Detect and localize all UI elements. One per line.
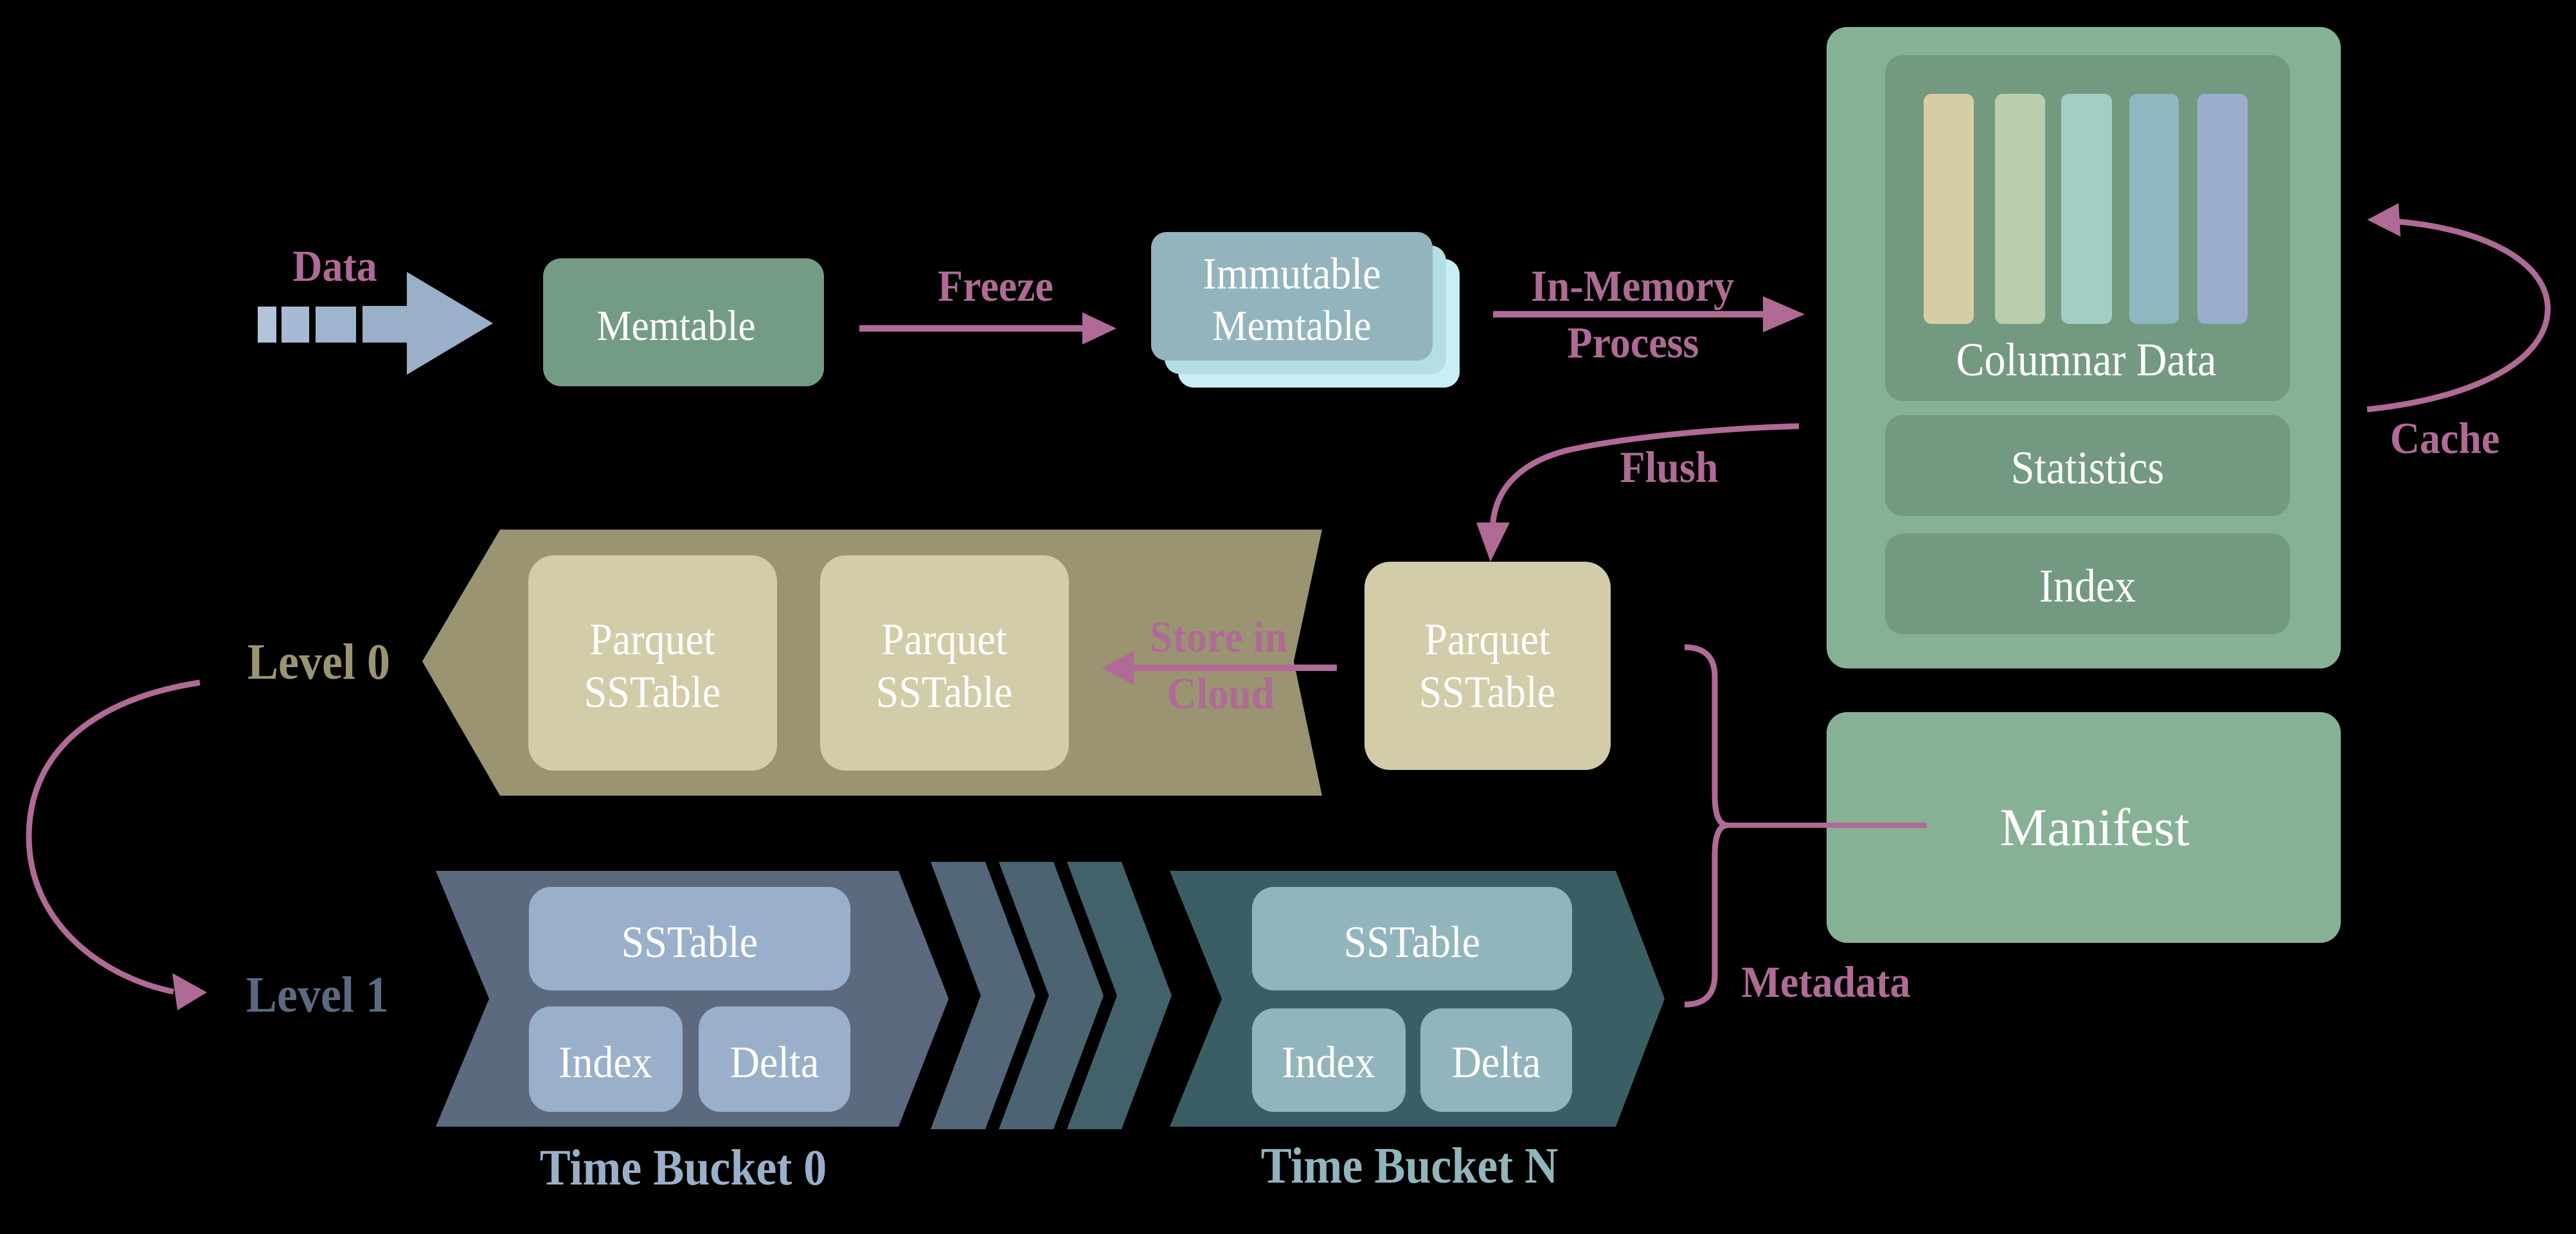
- svg-text:Parquet: Parquet: [881, 614, 1007, 664]
- svg-text:Index: Index: [1282, 1037, 1375, 1087]
- svg-text:Data: Data: [292, 242, 377, 291]
- svg-text:Statistics: Statistics: [2011, 442, 2164, 494]
- svg-text:SSTable: SSTable: [622, 917, 758, 967]
- svg-text:Time Bucket 0: Time Bucket 0: [540, 1140, 827, 1196]
- svg-text:Metadata: Metadata: [1742, 958, 1911, 1007]
- svg-text:Time Bucket N: Time Bucket N: [1261, 1138, 1559, 1194]
- svg-text:Manifest: Manifest: [1999, 798, 2189, 857]
- svg-text:SSTable: SSTable: [1344, 917, 1480, 967]
- svg-text:Columnar Data: Columnar Data: [1956, 334, 2217, 386]
- svg-text:Level 1: Level 1: [246, 967, 389, 1023]
- svg-text:SSTable: SSTable: [584, 666, 720, 717]
- svg-text:SSTable: SSTable: [1419, 666, 1555, 717]
- svg-text:Level 0: Level 0: [247, 634, 390, 690]
- svg-text:Freeze: Freeze: [938, 262, 1053, 311]
- svg-text:Delta: Delta: [1452, 1037, 1541, 1087]
- svg-text:Flush: Flush: [1620, 443, 1719, 492]
- svg-text:Delta: Delta: [730, 1037, 819, 1087]
- svg-text:Cache: Cache: [2390, 415, 2500, 463]
- svg-text:Memtable: Memtable: [1212, 301, 1371, 349]
- svg-text:Process: Process: [1568, 319, 1699, 368]
- svg-text:Memtable: Memtable: [596, 301, 755, 349]
- svg-text:Index: Index: [2039, 560, 2136, 613]
- svg-text:SSTable: SSTable: [876, 666, 1012, 717]
- svg-text:Parquet: Parquet: [1424, 614, 1550, 664]
- svg-text:In-Memory: In-Memory: [1531, 262, 1734, 311]
- svg-text:Immutable: Immutable: [1203, 248, 1381, 298]
- svg-text:Store in: Store in: [1150, 613, 1287, 662]
- svg-text:Parquet: Parquet: [589, 614, 715, 664]
- svg-text:Cloud: Cloud: [1167, 670, 1274, 719]
- svg-text:Index: Index: [559, 1037, 652, 1087]
